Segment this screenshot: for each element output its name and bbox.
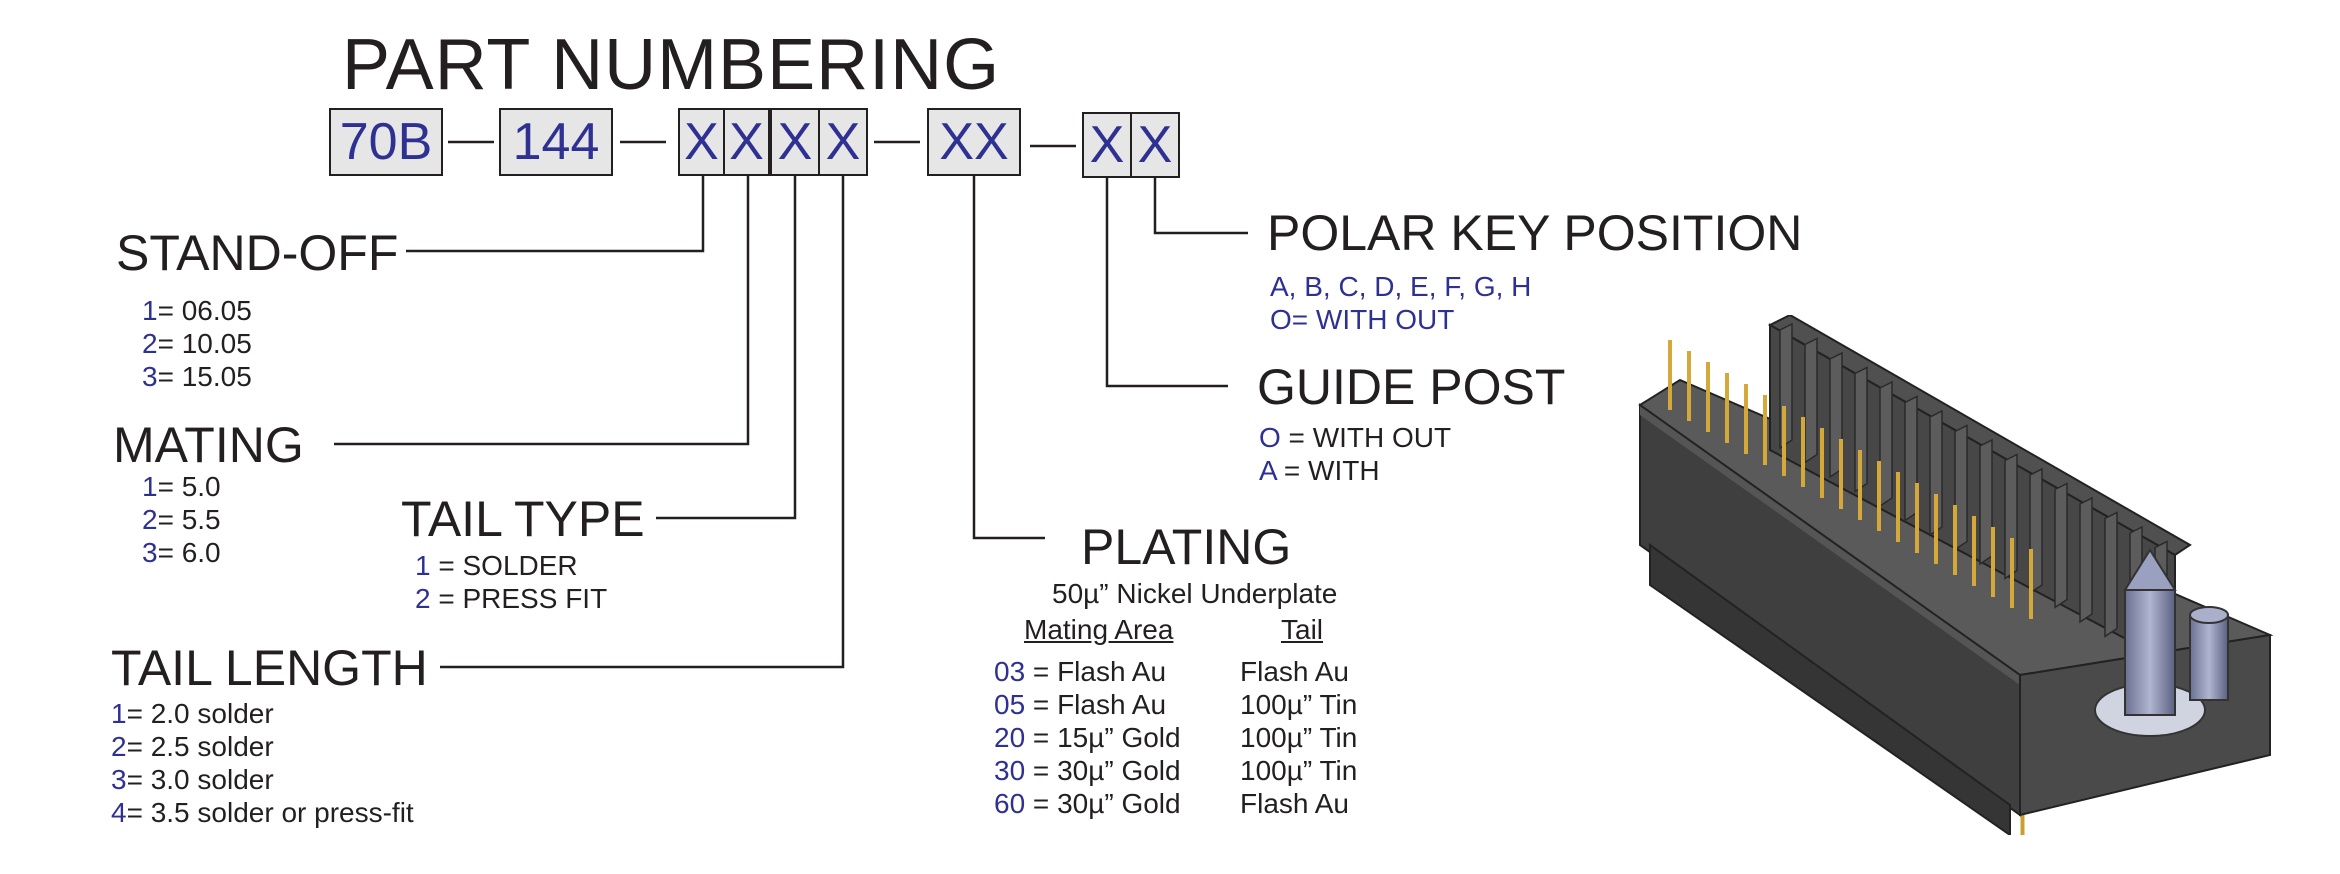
page-title: PART NUMBERING [342,25,1001,105]
mating-option: 2= 5.5 [142,504,221,535]
connector-fin [1929,409,1943,537]
connector-fin [2104,511,2118,638]
tail-type-option: 1 = SOLDER [415,550,578,581]
polar-key-options: A, B, C, D, E, F, G, H O= WITH OUT [1270,270,1531,336]
part-box-polar-key: X [1130,112,1180,178]
stand-off-option: 2= 10.05 [142,328,252,359]
plating-col-mating: Mating Area [1024,614,1174,645]
part-box-positions: 144 [499,108,613,176]
polar-key-without: O= WITH OUT [1270,304,1455,335]
guide-post-option: O = WITH OUT [1259,422,1452,453]
part-box-tail-length: X [818,108,868,176]
plating-subtitle: 50µ” Nickel Underplate [1052,578,1338,609]
connector-image [1638,315,2274,835]
connector-fin [2079,496,2093,624]
polar-key-positions: A, B, C, D, E, F, G, H [1270,271,1532,302]
part-box-stand-off: X [678,108,725,176]
tail-length-option: 1= 2.0 solder [111,698,274,729]
stand-off-option: 1= 06.05 [142,295,252,326]
part-box-series: 70B [329,108,443,176]
part-box-plating: XX [927,108,1021,176]
tail-length-options: 1= 2.0 solder 2= 2.5 solder 3= 3.0 solde… [111,697,414,829]
connector-fin [1804,337,1818,464]
mating-heading: MATING [113,417,304,473]
stand-off-options: 1= 06.05 2= 10.05 3= 15.05 [142,294,252,393]
polar-key-heading: POLAR KEY POSITION [1267,205,1803,261]
plating-col-tail: Tail [1281,614,1324,645]
part-box-guide-post: X [1082,112,1132,178]
tail-length-heading: TAIL LENGTH [111,640,428,696]
tail-length-option: 3= 3.0 solder [111,764,274,795]
tail-type-options: 1 = SOLDER 2 = PRESS FIT [415,549,607,615]
tail-length-option: 2= 2.5 solder [111,731,274,762]
tail-type-heading: TAIL TYPE [401,491,645,547]
tail-length-option: 4= 3.5 solder or press-fit [111,797,414,828]
stand-off-option: 3= 15.05 [142,361,252,392]
guide-post-option: A = WITH [1259,455,1380,486]
tail-type-option: 2 = PRESS FIT [415,583,608,614]
guide-post-options: O = WITH OUT A = WITH [1259,421,1451,487]
connector-fin [2054,482,2068,609]
mating-option: 3= 6.0 [142,537,221,568]
mating-options: 1= 5.0 2= 5.5 3= 6.0 [142,470,221,569]
guide-post-heading: GUIDE POST [1257,359,1566,415]
plating-heading: PLATING [1081,519,1292,575]
mating-option: 1= 5.0 [142,471,221,502]
stand-off-heading: STAND-OFF [116,225,399,281]
part-box-mating: X [723,108,770,176]
part-box-tail-type: X [770,108,820,176]
connector-fin [1879,380,1893,508]
connector-fin [1979,438,1993,566]
